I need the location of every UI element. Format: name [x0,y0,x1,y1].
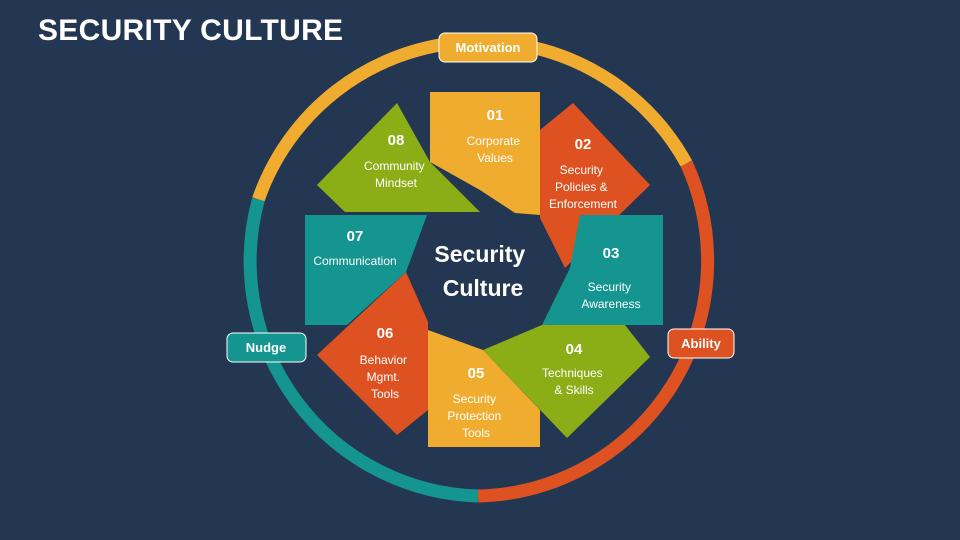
ability-badge: Ability [667,328,735,359]
ability-badge-label: Ability [681,336,721,351]
segment-05-number: 05 [468,365,485,382]
nudge-badge-label: Nudge [246,340,286,355]
segment-01-label: Corporate Values [467,134,524,165]
motivation-badge-label: Motivation [456,40,521,55]
segment-07-number: 07 [347,228,364,245]
segment-03-label: Security Awareness [581,280,640,311]
center-line-1: Security [434,241,525,267]
segment-07-label: Communication [313,254,396,268]
segment-08-shape [317,103,480,212]
segment-03-shape [542,215,663,325]
segment-05-shape [428,330,540,447]
ring-arc-ability [477,160,715,503]
segment-02-label: Security Policies & Enforcement [549,163,618,211]
segment-06-label: Behavior Mgmt. Tools [360,353,411,401]
segment-01-shape [430,92,540,215]
segment-04-label: Techniques & Skills [542,366,606,397]
center-label: Security Culture [434,241,531,301]
segment-02-shape [540,103,650,268]
segment-04-shape [483,325,650,438]
center-line-2: Culture [443,275,524,301]
segment-03-number: 03 [603,245,620,262]
nudge-badge: Nudge [226,332,307,363]
motivation-badge: Motivation [438,32,538,63]
ring-arc-nudge [243,197,479,503]
segment-02-number: 02 [575,136,592,153]
slide-title: SECURITY CULTURE [38,14,344,47]
segment-06-shape [317,272,428,435]
segment-05-label: Security Protection Tools [447,392,504,440]
segment-06-number: 06 [377,325,394,342]
segment-01-number: 01 [487,107,504,124]
segment-04-number: 04 [566,341,583,358]
segment-08-number: 08 [388,132,405,149]
segment-07-shape [305,215,427,325]
segment-08-label: Community Mindset [364,159,428,190]
